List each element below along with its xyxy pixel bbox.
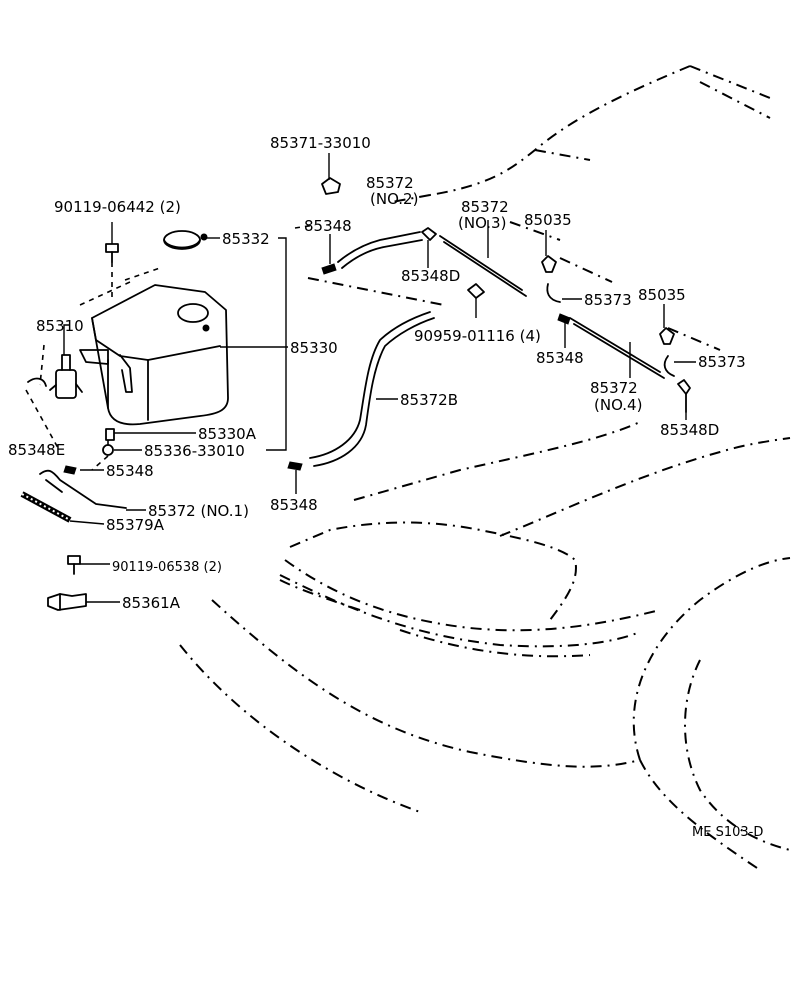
label-90119-06442: 90119-06442 (2) [54,198,181,216]
label-85348d-top: 85348D [401,267,460,285]
label-85372-no3: 85372 [461,198,509,216]
clip-bottom [287,461,303,471]
retainer-clip [467,283,485,299]
hose-85372b [309,311,435,467]
bolt-upper [105,243,119,300]
hose-guard [20,491,72,523]
label-85371-33010: 85371-33010 [270,134,371,152]
diagram-code: ME S103-D [692,825,763,840]
label-85372-no1: 85372 (NO.1) [148,502,249,520]
label-90959-01116: 90959-01116 (4) [414,327,541,345]
hose-85373-a [546,283,561,303]
label-85348-top: 85348 [304,217,352,235]
label-85372-no4: 85372 [590,379,638,397]
leader-lines [63,153,696,603]
label-90119-06538: 90119-06538 (2) [112,560,222,575]
label-85348-mid: 85348 [536,349,584,367]
label-85330a: 85330A [198,425,257,443]
label-85372-no2: 85372 [366,174,414,192]
label-85035-a: 85035 [524,211,572,229]
washer-nozzle [321,177,341,195]
clip-top [321,263,337,275]
clip-85348d-right [677,379,691,413]
washer-jet-b [659,327,675,345]
hose-no2 [337,227,437,269]
hose-no1 [39,469,127,509]
label-85348-bottom: 85348 [270,496,318,514]
label-85035-b: 85035 [638,286,686,304]
hose-85348e [25,377,59,449]
label-85372b: 85372B [400,391,458,409]
label-85348e: 85348E [8,441,65,459]
label-85372-no3-sub: (NO.3) [458,214,506,232]
label-85372-no2-sub: (NO.2) [370,190,418,208]
label-85348d-right: 85348D [660,421,719,439]
clip-left [63,465,77,475]
hose-no4 [557,313,665,379]
tank-grommets [91,428,115,471]
label-85332: 85332 [222,230,270,248]
vehicle-body-outline [179,65,791,871]
label-85373-b: 85373 [698,353,746,371]
washer-tank [79,267,229,426]
hose-no3 [439,235,527,297]
label-85379a: 85379A [106,516,165,534]
washer-pump [39,344,83,399]
label-85330: 85330 [290,339,338,357]
label-85310: 85310 [36,317,84,335]
bolt-lower [67,555,81,575]
label-85348-left: 85348 [106,462,154,480]
label-85373-a: 85373 [584,291,632,309]
label-85336-33010: 85336-33010 [144,442,245,460]
hose-85373-b [663,355,675,377]
washer-cap [163,230,208,250]
bracket-85361a [47,593,87,611]
washer-jet-a [541,255,557,273]
label-85361a: 85361A [122,594,181,612]
callout-labels: 85371-33010 85372 (NO.2) 85372 (NO.3) 85… [8,134,763,840]
label-85372-no4-sub: (NO.4) [594,396,642,414]
